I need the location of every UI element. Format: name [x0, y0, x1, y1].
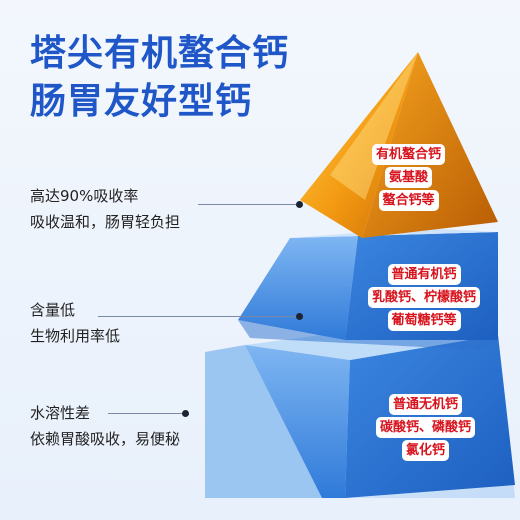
tier-bottom-label: 普通无机钙 碳酸钙、磷酸钙 氯化钙: [376, 392, 476, 463]
tier-bottom-desc-line-2: 依赖胃酸吸收，易便秘: [30, 430, 181, 448]
tier-bottom-desc-line-1: 水溶性差: [30, 404, 91, 422]
tier-top-leader-dot: [296, 201, 303, 208]
tier-top-label: 有机螯合钙 氨基酸 螯合钙等: [372, 142, 446, 213]
tier-top-desc-line-2: 吸收温和，肠胃轻负担: [30, 213, 181, 231]
tier-bottom-label-line-1: 普通无机钙: [389, 394, 463, 415]
tier-bottom-label-line-3: 氯化钙: [402, 440, 450, 461]
tier-bottom-description: 水溶性差 依赖胃酸吸收，易便秘: [30, 400, 180, 452]
tier-top-description: 高达90%吸收率 吸收温和，肠胃轻负担: [30, 183, 180, 235]
tier-top-leader-line: [198, 204, 300, 205]
tier-middle-leader-dot: [296, 313, 303, 320]
tier-top-label-line-3: 螯合钙等: [378, 190, 439, 211]
headline-line-2: 肠胃友好型钙: [30, 81, 253, 122]
tier-bottom-leader-dot: [182, 410, 189, 417]
tier-middle-label-line-2: 乳酸钙、柠檬酸钙: [368, 287, 481, 308]
tier-bottom-label-line-2: 碳酸钙、磷酸钙: [376, 417, 476, 438]
tier-middle-label-line-3: 葡萄糖钙等: [387, 310, 461, 331]
tier-top-desc-line-1: 高达90%吸收率: [30, 187, 139, 205]
tier-middle-desc-line-2: 生物利用率低: [30, 327, 121, 345]
tier-top-label-line-2: 氨基酸: [385, 167, 433, 188]
headline-line-1: 塔尖有机螯合钙: [30, 33, 290, 74]
tier-bottom-leader-line: [108, 413, 186, 414]
tier-middle-desc-line-1: 含量低: [30, 301, 76, 319]
tier-middle-label-line-1: 普通有机钙: [387, 264, 461, 285]
headline: 塔尖有机螯合钙 肠胃友好型钙: [30, 30, 289, 126]
tier-middle-description: 含量低 生物利用率低: [30, 297, 120, 349]
tier-middle-label: 普通有机钙 乳酸钙、柠檬酸钙 葡萄糖钙等: [368, 262, 481, 333]
tier-middle-leader-line: [98, 316, 300, 317]
tier-top-label-line-1: 有机螯合钙: [372, 144, 446, 165]
